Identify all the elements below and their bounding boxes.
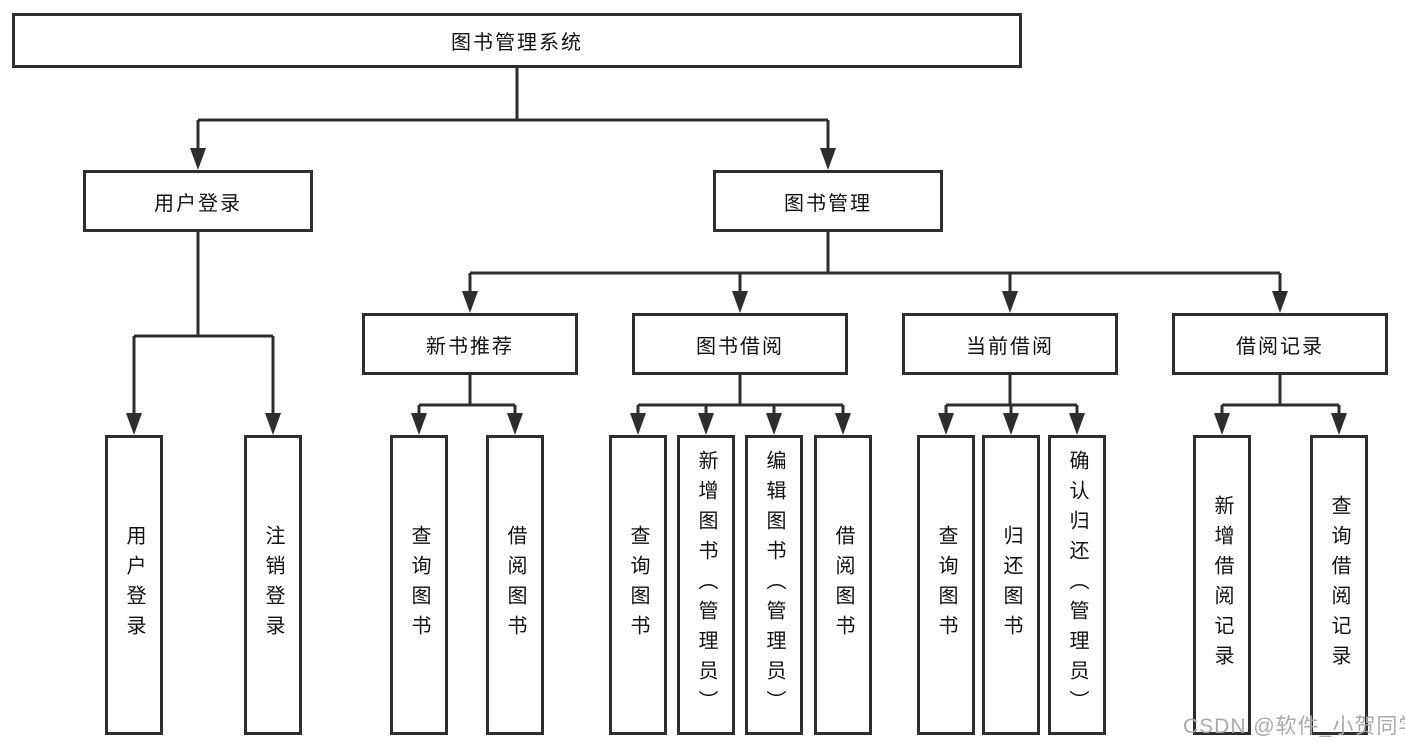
leaf-return-books: 归还图书 (982, 435, 1040, 735)
node-book-borrow: 图书借阅 (632, 313, 848, 375)
leaf-borrow-query-books: 查询图书 (609, 435, 667, 735)
leaf-label: 借阅图书 (832, 525, 854, 645)
node-root: 图书管理系统 (12, 13, 1022, 68)
node-label: 图书管理 (784, 192, 872, 215)
node-current-borrow: 当前借阅 (902, 313, 1118, 375)
leaf-label: 查询借阅记录 (1328, 495, 1350, 675)
leaf-borrow-books: 借阅图书 (814, 435, 872, 735)
leaf-label: 确认归还（管理员） (1066, 450, 1088, 720)
leaf-recommend-borrow-books: 借阅图书 (486, 435, 544, 735)
leaf-add-books-admin: 新增图书（管理员） (677, 435, 735, 735)
leaf-label: 用户登录 (123, 525, 145, 645)
node-user-login-branch: 用户登录 (83, 170, 313, 232)
leaf-user-login: 用户登录 (105, 435, 163, 735)
leaf-label: 编辑图书（管理员） (763, 450, 785, 720)
node-new-book-recommend: 新书推荐 (362, 313, 578, 375)
watermark: CSDN @软件_小贺同学 (1183, 715, 1405, 738)
leaf-query-borrow-record: 查询借阅记录 (1310, 435, 1368, 735)
leaf-edit-books-admin: 编辑图书（管理员） (745, 435, 803, 735)
node-label: 图书借阅 (696, 335, 784, 358)
leaf-logout: 注销登录 (244, 435, 302, 735)
leaf-label: 查询图书 (408, 525, 430, 645)
node-label: 借阅记录 (1236, 335, 1324, 358)
leaf-label: 查询图书 (935, 525, 957, 645)
node-label: 新书推荐 (426, 335, 514, 358)
leaf-label: 查询图书 (627, 525, 649, 645)
leaf-label: 注销登录 (262, 525, 284, 645)
leaf-add-borrow-record: 新增借阅记录 (1193, 435, 1251, 735)
node-label: 用户登录 (154, 192, 242, 215)
leaf-label: 借阅图书 (504, 525, 526, 645)
leaf-label: 新增图书（管理员） (695, 450, 717, 720)
leaf-label: 归还图书 (1000, 525, 1022, 645)
node-book-management-branch: 图书管理 (713, 170, 943, 232)
leaf-confirm-return-admin: 确认归还（管理员） (1048, 435, 1106, 735)
leaf-recommend-query-books: 查询图书 (390, 435, 448, 735)
arrowheads (126, 148, 1347, 435)
leaf-label: 新增借阅记录 (1211, 495, 1233, 675)
node-root-label: 图书管理系统 (451, 32, 583, 54)
node-borrow-records: 借阅记录 (1172, 313, 1388, 375)
node-label: 当前借阅 (966, 335, 1054, 358)
leaf-current-query-books: 查询图书 (917, 435, 975, 735)
